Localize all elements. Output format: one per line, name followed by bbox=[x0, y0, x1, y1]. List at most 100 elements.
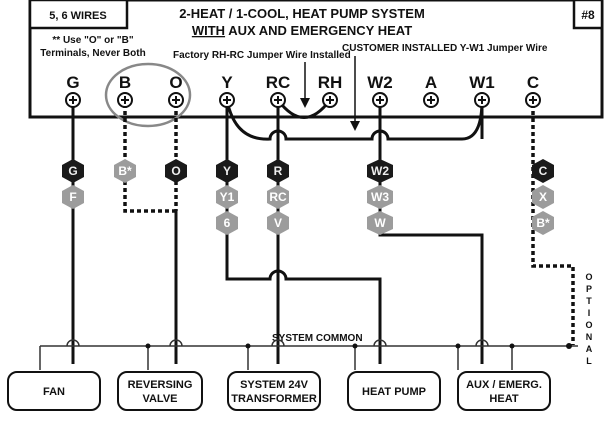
hex-badge-w bbox=[367, 211, 393, 235]
junction-dot bbox=[245, 343, 251, 349]
terminal-label-o: O bbox=[169, 73, 182, 92]
device-reversing-valve: REVERSING VALVE bbox=[117, 371, 203, 411]
hex-badge-r bbox=[267, 159, 289, 183]
hex-label-f: F bbox=[69, 190, 76, 204]
optional-letter: N bbox=[586, 332, 593, 342]
device-transformer: SYSTEM 24V TRANSFORMER bbox=[227, 371, 321, 411]
device-fan-label: FAN bbox=[43, 386, 65, 398]
terminal-screw-rh bbox=[322, 92, 338, 108]
terminal-screws bbox=[65, 92, 541, 108]
optional-letter: A bbox=[586, 344, 593, 354]
hex-badge-x bbox=[532, 185, 554, 209]
hex-badge-rc bbox=[267, 185, 289, 209]
hex-label-w2: W2 bbox=[371, 164, 389, 178]
hex-badge-c-b-star bbox=[532, 211, 554, 235]
device-fan: FAN bbox=[7, 371, 101, 411]
optional-letter: T bbox=[586, 296, 592, 306]
wires bbox=[39, 99, 578, 370]
junction-dot bbox=[455, 343, 461, 349]
crossover-reversing-valve bbox=[169, 339, 183, 347]
device-fan-box bbox=[7, 371, 101, 411]
optional-label: O P T I O N A L bbox=[585, 272, 592, 366]
hex-badge-v bbox=[267, 211, 289, 235]
b-o-grouping-ellipse bbox=[104, 62, 192, 128]
terminal-label-rh: RH bbox=[318, 73, 343, 92]
terminal-label-rc: RC bbox=[266, 73, 291, 92]
terminal-screw-y bbox=[219, 92, 235, 108]
crossover-aux bbox=[475, 339, 489, 347]
device-boxes: FAN REVERSING VALVE SYSTEM 24V TRANSFORM… bbox=[7, 371, 551, 411]
hex-badge-w3 bbox=[367, 185, 393, 209]
hex-badge-f bbox=[62, 185, 84, 209]
wire-b-dotted bbox=[123, 104, 176, 213]
diagram-title-line2: WITH AUX AND EMERGENCY HEAT bbox=[192, 23, 412, 38]
terminal-label-w1: W1 bbox=[469, 73, 495, 92]
optional-letter: L bbox=[586, 356, 592, 366]
terminal-label-y: Y bbox=[221, 73, 233, 92]
crossover-transformer bbox=[271, 339, 285, 347]
terminal-label-b: B bbox=[119, 73, 131, 92]
terminal-screw-o bbox=[168, 92, 184, 108]
diagram-number-box bbox=[572, 0, 604, 30]
junction-dot bbox=[566, 343, 572, 349]
note-o-or-b-line2: Terminals, Never Both bbox=[40, 48, 145, 59]
customer-y-w1-jumper bbox=[225, 99, 484, 141]
hex-badge-b-star bbox=[114, 159, 136, 183]
hex-label-o: O bbox=[171, 164, 180, 178]
junction-dot bbox=[145, 343, 151, 349]
optional-letter: O bbox=[585, 272, 592, 282]
terminal-screw-g bbox=[65, 92, 81, 108]
equipment-hex-labels: G F B* O Y Y1 6 R RC V W2 W3 W C X bbox=[62, 159, 554, 235]
wire-count-box bbox=[28, 0, 129, 30]
hex-label-6: 6 bbox=[224, 216, 231, 230]
diagram-title-line1: 2-HEAT / 1-COOL, HEAT PUMP SYSTEM bbox=[179, 6, 425, 21]
hex-label-w: W bbox=[374, 216, 386, 230]
junction-dot bbox=[352, 343, 358, 349]
device-heat-pump-label: HEAT PUMP bbox=[362, 386, 426, 398]
hex-label-w3: W3 bbox=[371, 190, 389, 204]
device-aux-emerg-heat-box bbox=[457, 371, 551, 411]
diagram-number: #8 bbox=[581, 8, 595, 22]
hex-badge-y bbox=[216, 159, 238, 183]
hex-badge-c bbox=[532, 159, 554, 183]
wire-count-label: 5, 6 WIRES bbox=[49, 10, 106, 22]
terminal-labels: G B O Y RC RH W2 A W1 C bbox=[66, 73, 539, 92]
factory-jumper-arrowhead bbox=[300, 98, 310, 108]
hex-label-y: Y bbox=[223, 164, 231, 178]
hex-label-c: C bbox=[539, 164, 548, 178]
hex-badge-y1 bbox=[216, 185, 238, 209]
note-factory-jumper: Factory RH-RC Jumper Wire Installed bbox=[173, 50, 351, 61]
device-transformer-line1: SYSTEM 24V bbox=[240, 379, 309, 391]
hex-label-c-b-star: B* bbox=[536, 216, 550, 230]
terminal-label-g: G bbox=[66, 73, 79, 92]
terminal-screw-rc bbox=[270, 92, 286, 108]
device-aux-emerg-heat-line1: AUX / EMERG. bbox=[466, 379, 542, 391]
hex-label-rc: RC bbox=[269, 190, 287, 204]
device-reversing-valve-line2: VALVE bbox=[142, 393, 177, 405]
device-reversing-valve-line1: REVERSING bbox=[128, 379, 193, 391]
terminal-label-w2: W2 bbox=[367, 73, 393, 92]
device-reversing-valve-box bbox=[117, 371, 203, 411]
terminal-screw-b bbox=[117, 92, 133, 108]
title-line2-rest: AUX AND EMERGENCY HEAT bbox=[225, 23, 412, 38]
optional-letter: O bbox=[585, 320, 592, 330]
header-frame bbox=[28, 0, 604, 119]
hex-label-r: R bbox=[274, 164, 283, 178]
customer-jumper-arrowhead bbox=[350, 121, 360, 131]
crossover-fan bbox=[66, 339, 80, 347]
title-with-word: WITH bbox=[192, 23, 225, 38]
note-customer-jumper: CUSTOMER INSTALLED Y-W1 Jumper Wire bbox=[342, 43, 548, 54]
common-line-crossovers bbox=[66, 339, 489, 347]
crossover-heat-pump bbox=[373, 339, 387, 347]
terminal-label-a: A bbox=[425, 73, 437, 92]
terminal-screw-w1 bbox=[474, 92, 490, 108]
hex-badge-w2 bbox=[367, 159, 393, 183]
terminal-label-c: C bbox=[527, 73, 539, 92]
optional-letter: P bbox=[586, 284, 592, 294]
device-transformer-box bbox=[227, 371, 321, 411]
hex-label-v: V bbox=[274, 216, 282, 230]
hex-label-g: G bbox=[68, 164, 77, 178]
hex-badge-6 bbox=[216, 211, 238, 235]
device-heat-pump: HEAT PUMP bbox=[347, 371, 441, 411]
